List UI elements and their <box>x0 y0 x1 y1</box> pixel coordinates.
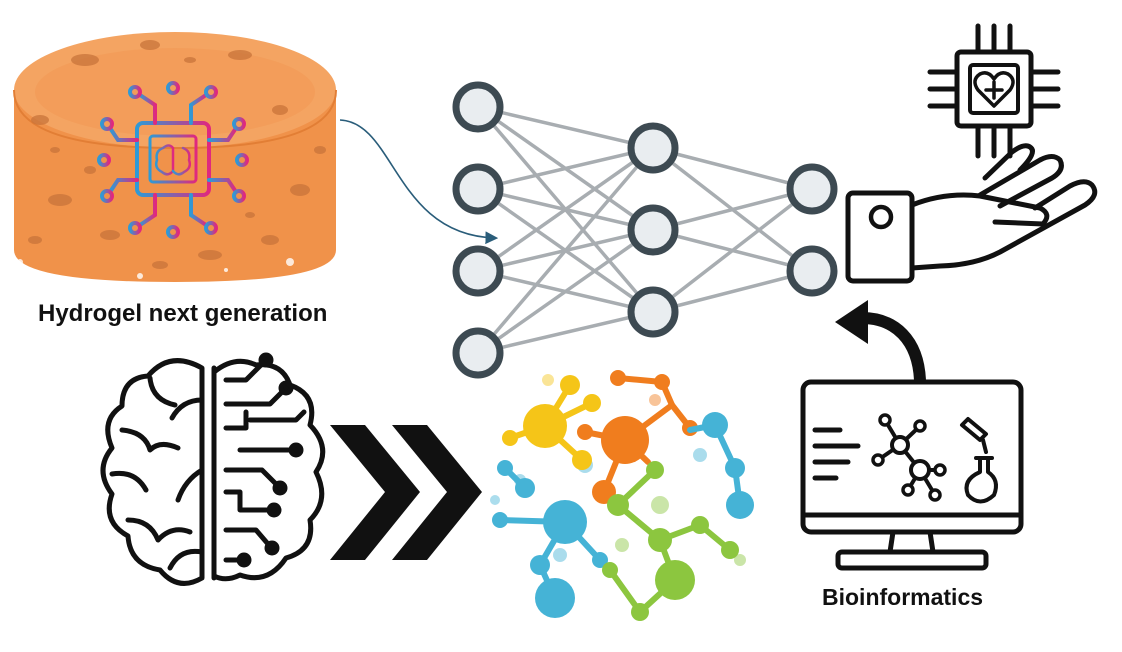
network-node <box>786 245 838 297</box>
network-node <box>627 286 679 338</box>
curved-arrow-icon <box>835 300 926 381</box>
network-node <box>786 163 838 215</box>
network-node <box>627 122 679 174</box>
hand-icon <box>845 143 1098 284</box>
network-edge <box>476 146 655 273</box>
neural-network-icon <box>452 81 838 379</box>
network-edge <box>476 228 655 355</box>
connector-arrow <box>339 119 499 245</box>
network-edge <box>651 187 814 314</box>
network-edge <box>652 187 813 232</box>
computer-monitor-icon <box>800 379 1024 571</box>
hydrogel-caption: Hydrogel next generation <box>38 300 328 327</box>
network-node <box>452 163 504 215</box>
chip-brain-icon <box>97 81 249 239</box>
network-node <box>452 327 504 379</box>
network-node <box>452 245 504 297</box>
network-edge <box>477 310 654 355</box>
network-edge <box>476 146 655 355</box>
network-edge <box>652 269 813 314</box>
double-chevron-icon <box>330 425 482 560</box>
network-edge <box>477 146 654 191</box>
brain-circuit-icon <box>100 352 326 586</box>
network-edge <box>652 146 813 191</box>
hydrogel-cylinder-icon <box>13 32 337 282</box>
health-chip-icon <box>927 23 1061 159</box>
bioinformatics-caption: Bioinformatics <box>822 584 984 610</box>
molecule-cloud-icon <box>490 370 754 621</box>
network-node <box>452 81 504 133</box>
network-edge <box>477 105 654 150</box>
network-node <box>627 204 679 256</box>
